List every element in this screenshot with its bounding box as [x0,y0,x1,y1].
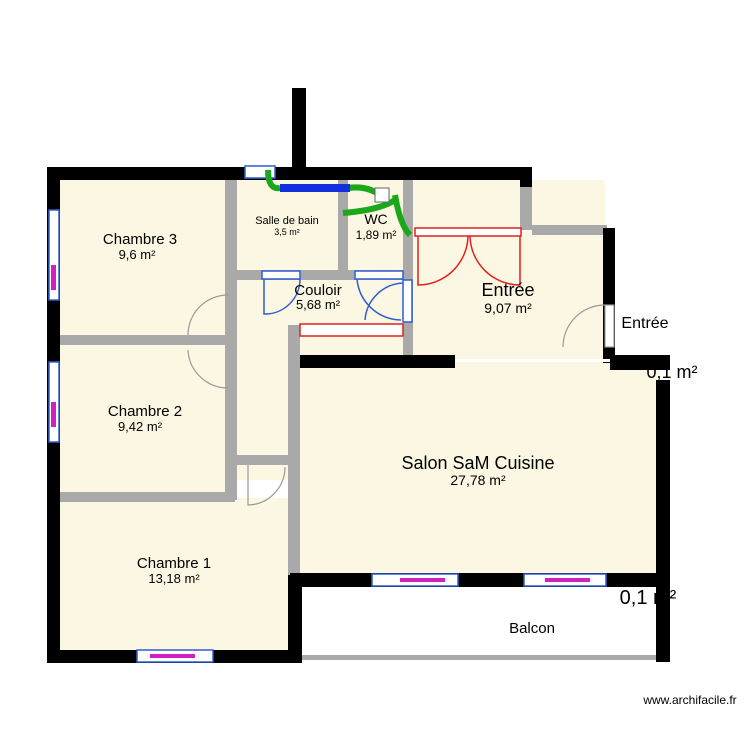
doors-red[interactable] [299,227,522,337]
floors [60,180,660,653]
chimney [292,88,306,168]
entree-name: Entrée [481,280,534,300]
floor-chambre3 [60,180,230,338]
chambre1-area: 13,18 m² [148,571,200,586]
floor-chambre1 [60,498,290,653]
floor-chambre2 [60,343,230,495]
outside-entree-label: Entrée [621,315,668,332]
doors[interactable] [187,294,615,506]
room-labels: Chambre 3 9,6 m² Chambre 2 9,42 m² Chamb… [103,211,737,707]
doors-blue[interactable] [261,270,413,323]
chambre1-name: Chambre 1 [137,555,211,572]
sdb-area: 3,5 m² [274,227,300,237]
floor-entree [410,180,605,360]
wc-area: 1,89 m² [356,228,397,242]
door-chambre2 [187,349,229,389]
sdb-name: Salle de bain [255,215,319,227]
salon-name: Salon SaM Cuisine [401,453,554,473]
window-chambre3 [48,209,60,301]
chambre3-name: Chambre 3 [103,231,177,248]
green-pipe [265,169,413,238]
small-area-label-1: 0,1 m² [646,362,697,382]
balcon-name: Balcon [509,620,555,637]
salon-area: 27,78 m² [450,472,506,488]
chambre2-name: Chambre 2 [108,403,182,420]
door-entree [562,304,606,348]
chambre3-area: 9,6 m² [119,247,157,262]
floor-salon [295,362,660,577]
wc-name: WC [364,211,387,227]
entree-opening [455,359,610,362]
wc-icon [374,187,390,203]
walls [47,88,670,663]
door-chambre1 [247,465,286,506]
couloir-area: 5,68 m² [296,297,341,312]
window-handles [51,265,590,658]
watermark: www.archifacile.fr [642,693,736,707]
door-chambre3 [187,294,229,336]
partitions [60,180,660,660]
couloir-name: Couloir [294,282,342,299]
entree-area: 9,07 m² [484,300,532,316]
blue-pipe [280,184,350,192]
small-area-label-2: 0,1 m² [620,587,677,609]
chambre2-area: 9,42 m² [118,419,163,434]
